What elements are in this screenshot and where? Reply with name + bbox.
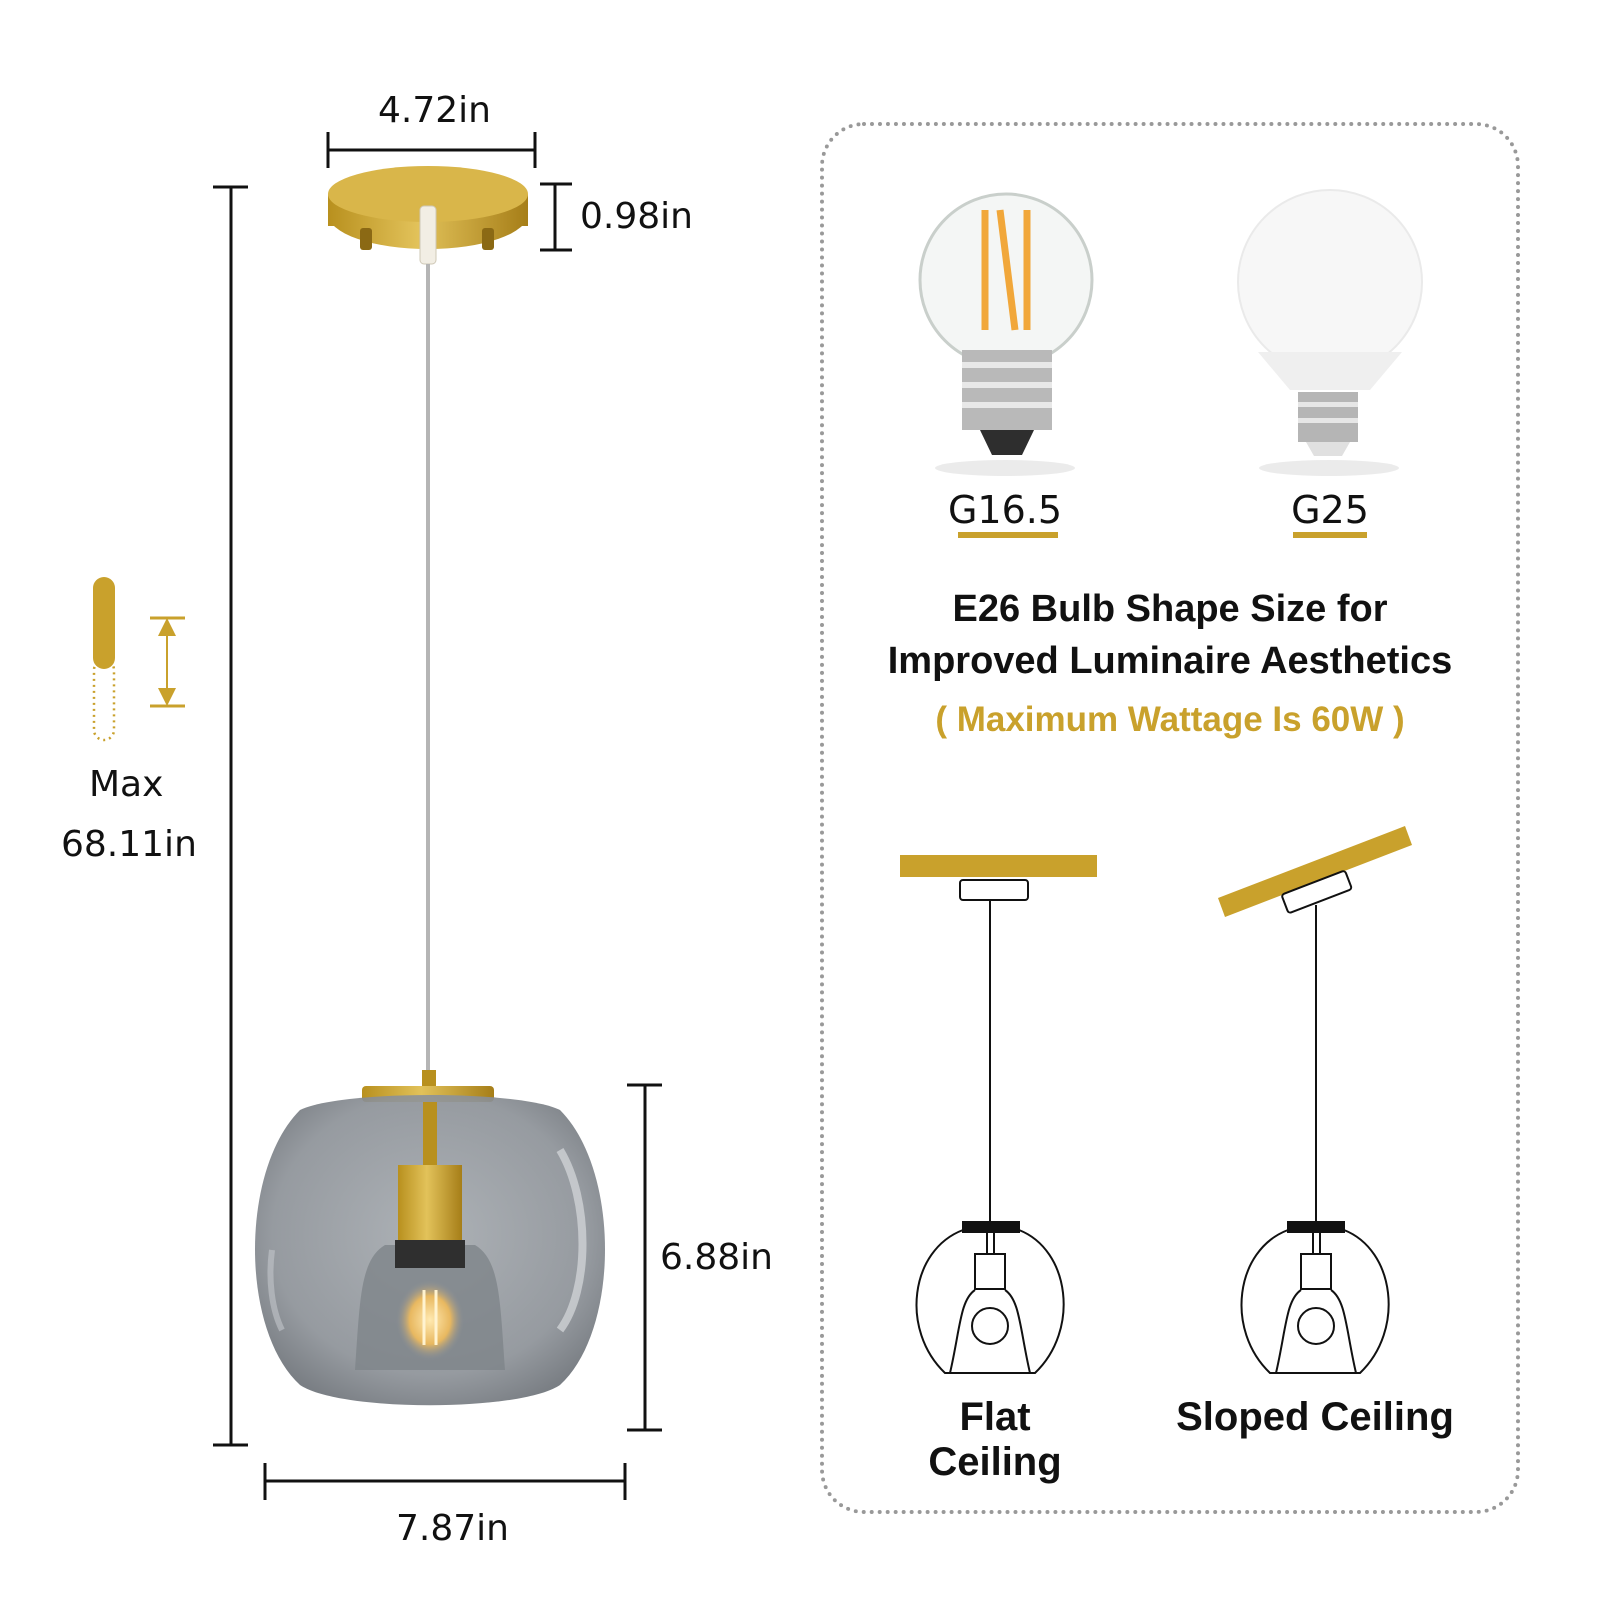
filament-globe-bulb-icon	[918, 192, 1094, 476]
max-wattage-note: ( Maximum Wattage Is 60W )	[935, 700, 1405, 739]
bulb-underline-g25	[1293, 532, 1367, 538]
overall-height-dimension-line	[213, 185, 248, 1447]
adjustable-cord-icon	[92, 577, 185, 742]
canopy-height-dimension-line	[540, 182, 572, 252]
sloped-ceiling-pendant-icon	[1218, 826, 1412, 1374]
bulb-title-line2: Improved Luminaire Aesthetics	[887, 640, 1453, 682]
bulb-info-panel	[820, 122, 1520, 1514]
frosted-globe-bulb-icon	[1237, 189, 1423, 476]
shade-height-dimension-line	[627, 1083, 662, 1432]
bulb-label-g16-5: G16.5	[947, 488, 1063, 532]
flat-ceiling-pendant-icon	[900, 855, 1097, 1374]
max-height-label: 68.11in	[61, 824, 197, 865]
shade-height-label: 6.88in	[660, 1237, 773, 1278]
canopy-width-label: 4.72in	[378, 90, 491, 131]
canopy-height-label: 0.98in	[580, 196, 693, 237]
sloped-ceiling-label: Sloped Ceiling	[1176, 1395, 1454, 1439]
shade-width-dimension-line	[263, 1463, 627, 1500]
bulb-underline-g16-5	[958, 532, 1058, 538]
flat-ceiling-label: Flat Ceiling	[928, 1395, 1062, 1484]
bulb-label-g25: G25	[1291, 488, 1369, 532]
shade-width-label: 7.87in	[396, 1508, 509, 1549]
canopy-width-dimension-line	[326, 132, 537, 168]
bulb-title-line1: E26 Bulb Shape Size for	[952, 588, 1388, 630]
light-bulb-glow	[396, 1280, 464, 1360]
max-label: Max	[89, 764, 164, 805]
